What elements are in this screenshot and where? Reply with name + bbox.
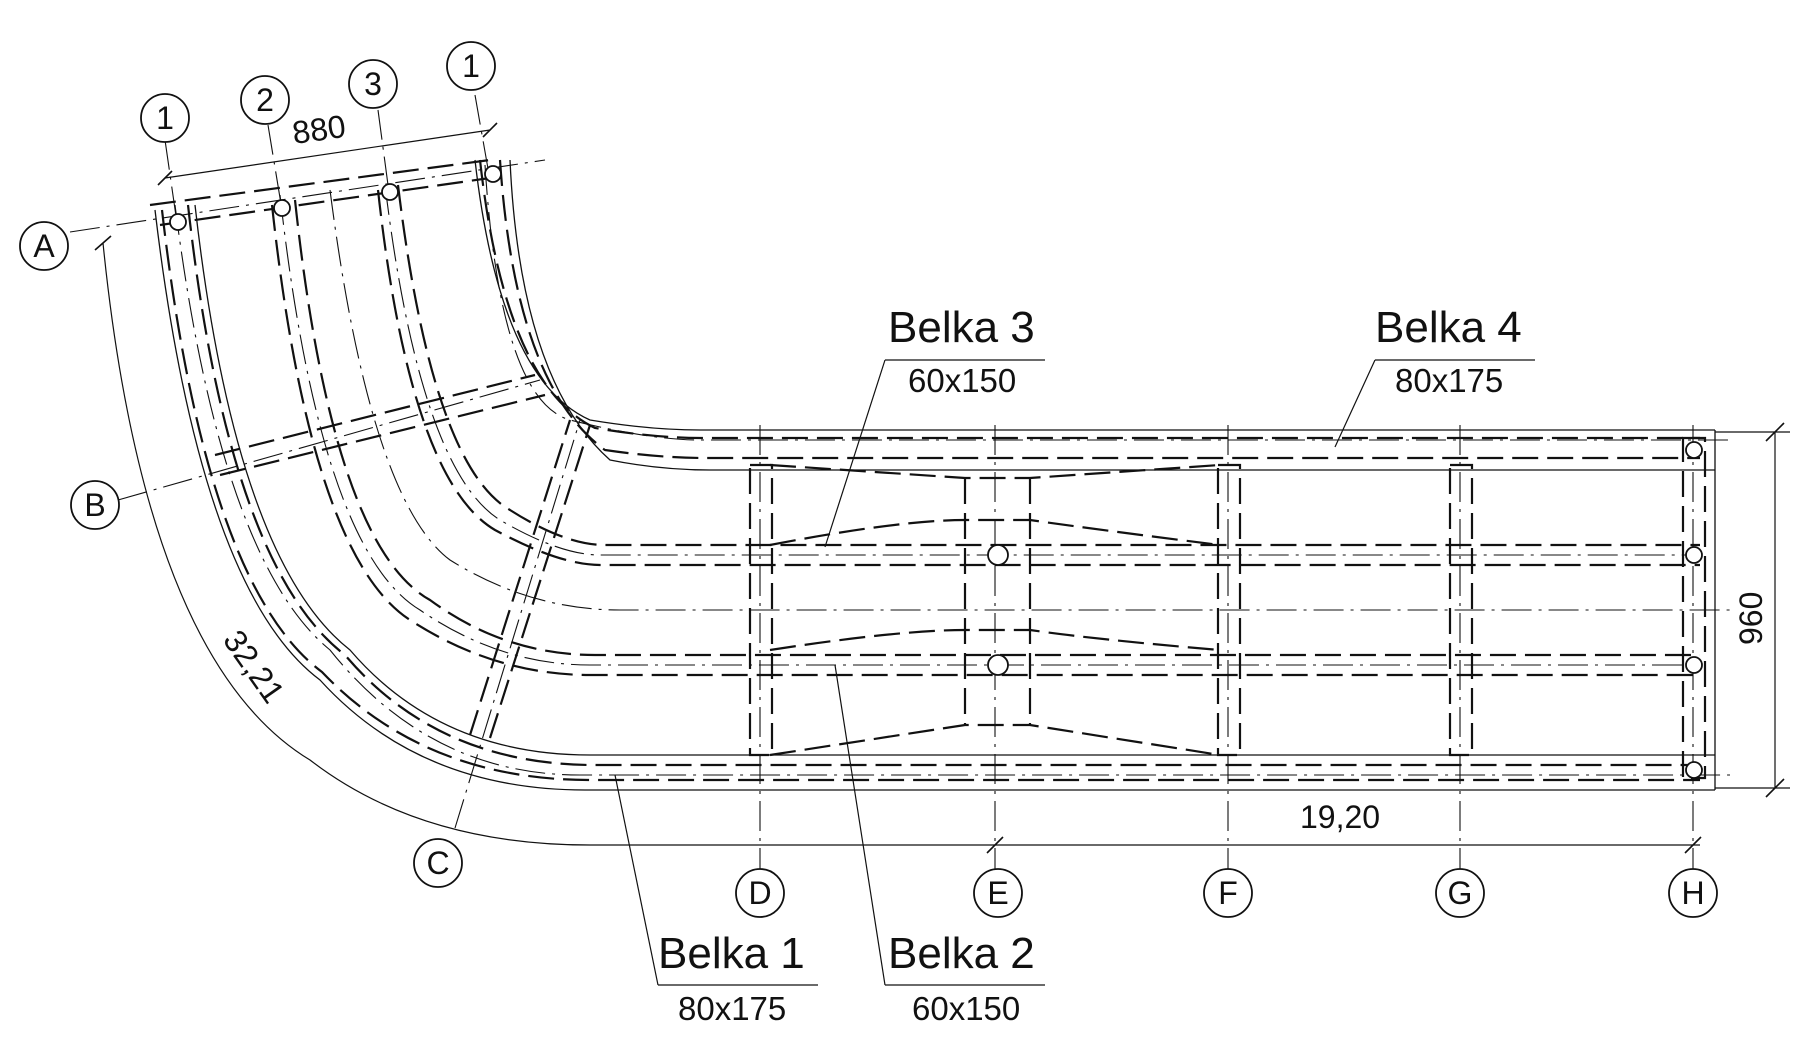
pin-2 (273, 199, 291, 217)
cross-beam-b-a (214, 373, 536, 457)
belka-4-size: 80x175 (1395, 362, 1503, 399)
axis-bubble-1b: 1 (446, 41, 496, 91)
pin-h-3 (1685, 656, 1703, 674)
cross-beam-g (1448, 463, 1474, 757)
belka-1-size: 80x175 (678, 990, 786, 1027)
centerline-belka-4 (484, 164, 1730, 441)
axis-line-c (454, 419, 581, 829)
dim-line-top (164, 129, 491, 179)
cross-beam-b-b (219, 393, 546, 477)
top-crossbeam-a (149, 158, 491, 207)
axis-bubble-e: E (973, 868, 1023, 918)
tapering-belka-3 (769, 518, 1221, 547)
belka-2-size: 60x150 (912, 990, 1020, 1027)
pin-e-lower (987, 654, 1009, 676)
belka-1-line-b (186, 204, 1700, 767)
axis-bubble-2: 2 (240, 75, 290, 125)
inner-edge-belka-4 (509, 159, 1715, 471)
axis-lines (69, 94, 1730, 870)
axis-label-c: C (426, 845, 449, 881)
belka-1-line-a (160, 209, 1700, 782)
tapering-belka-2 (769, 628, 1221, 652)
pin-3 (381, 183, 399, 201)
belka-3-size: 60x150 (908, 362, 1016, 399)
dim-straight-length: 19,20 (1300, 799, 1380, 835)
axis-bubble-h: H (1668, 868, 1718, 918)
inner-edge-belka-1 (194, 204, 1715, 756)
hidden-beams (149, 158, 1707, 782)
belka-2-line-b (293, 199, 1700, 657)
axis-line-2 (267, 124, 283, 211)
axis-line-b (117, 379, 541, 501)
top-crossbeam-b (159, 176, 491, 227)
outer-edge-belka-4 (474, 159, 1715, 431)
axis-bubble-1a: 1 (140, 93, 190, 143)
support-pins (169, 165, 1703, 779)
axis-label-b: B (84, 487, 105, 523)
centerline-belka-1 (174, 204, 1730, 776)
axis-bubble-3: 3 (348, 59, 398, 109)
cross-beam-c-a (468, 419, 572, 736)
dim-right-height: 960 (1733, 592, 1769, 645)
pin-1b (484, 165, 502, 183)
cross-beam-h (1681, 436, 1707, 780)
pin-h-4 (1685, 761, 1703, 779)
outer-edge-belka-1 (154, 209, 1715, 791)
axis-label-1a: 1 (156, 100, 174, 136)
belka-3-line-a (376, 189, 1700, 567)
belka-2-name: Belka 2 (888, 929, 1035, 978)
beam-label-belka-4: Belka 4 80x175 (1334, 303, 1535, 448)
cross-beam-d (748, 463, 774, 757)
dim-arc (102, 242, 995, 846)
centerline-belka-2 (279, 194, 1690, 666)
cross-beam-f (1216, 463, 1242, 757)
cross-beam-c-b (488, 424, 592, 739)
beam-label-belka-3: Belka 3 60x150 (824, 303, 1045, 548)
centerline-mid (329, 189, 1730, 611)
pin-e-upper (987, 544, 1009, 566)
axis-label-g: G (1448, 875, 1473, 911)
centerline-belka-3 (384, 184, 1690, 556)
pin-1a (169, 213, 187, 231)
axis-bubble-f: F (1203, 868, 1253, 918)
axis-label-3: 3 (364, 66, 382, 102)
axis-bubble-d: D (735, 868, 785, 918)
axis-bubble-g: G (1435, 868, 1485, 918)
dim-arc-length: 32,21 (216, 623, 291, 709)
axis-line-top (69, 159, 546, 233)
axis-label-e: E (987, 875, 1008, 911)
belka-4-line-a (478, 159, 1700, 440)
belka-1-name: Belka 1 (658, 929, 805, 978)
pin-h-1 (1685, 441, 1703, 459)
axis-label-a: A (33, 228, 55, 264)
axis-bubble-b: B (70, 480, 120, 530)
dim-top-width: 880 (290, 108, 348, 151)
dimension-lines (94, 122, 1790, 854)
axis-label-1b: 1 (462, 48, 480, 84)
axis-bubble-c: C (413, 838, 463, 888)
belka-4-name: Belka 4 (1375, 303, 1522, 352)
axis-label-d: D (748, 875, 771, 911)
axis-line-1b (474, 94, 491, 181)
bracing-e (769, 463, 1221, 757)
belka-2-line-a (270, 204, 1700, 677)
axis-label-f: F (1218, 875, 1238, 911)
beam-label-belka-2: Belka 2 60x150 (834, 664, 1045, 1027)
pin-h-2 (1685, 546, 1703, 564)
belka-3-name: Belka 3 (888, 303, 1035, 352)
beam-label-belka-1: Belka 1 80x175 (614, 774, 818, 1027)
belka-3-line-b (396, 184, 1700, 547)
axis-label-2: 2 (256, 82, 274, 118)
belka-4-line-b (498, 159, 1700, 460)
axis-label-h: H (1681, 875, 1704, 911)
axis-bubble-a: A (19, 221, 69, 271)
